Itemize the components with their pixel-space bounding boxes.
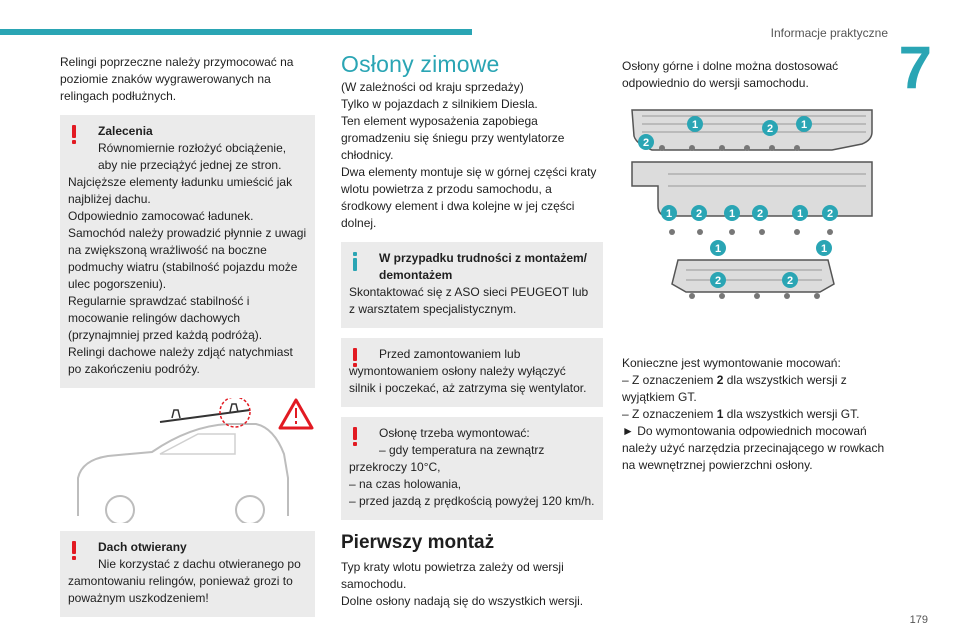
box-item: – gdy temperatura na zewnątrz przekroczy…	[349, 443, 545, 474]
text-span: dla wszystkich wersji GT.	[723, 407, 860, 421]
warning-box-engine: Przed zamontowaniem lub wymontowaniem os…	[341, 338, 603, 407]
text-line: Dolne osłony nadają się do wszystkich we…	[341, 594, 584, 608]
intro-paragraph: Relingi poprzeczne należy przymocować na…	[60, 55, 294, 103]
badge-label: 2	[696, 208, 702, 220]
box-title: Zalecenia	[98, 124, 153, 138]
grille-covers-illustration: 2 1 2 1 1 2 1 2 1 2 1	[622, 100, 892, 315]
text-line: Tylko w pojazdach z silnikiem Diesla.	[341, 97, 538, 111]
info-icon	[353, 252, 358, 271]
badge-label: 1	[821, 243, 827, 255]
box-text: Przed zamontowaniem lub wymontowaniem os…	[349, 347, 587, 395]
section-title: Informacje praktyczne	[770, 26, 888, 40]
warning-box-recommendations: Zalecenia Równomiernie rozłożyć obciążen…	[60, 115, 315, 388]
subsection-heading: Pierwszy montaż	[341, 532, 495, 553]
column-right: Osłony górne i dolne można dostosować od…	[622, 58, 892, 474]
warning-icon	[72, 541, 77, 560]
text-line: Dwa elementy montuje się w górnej części…	[341, 165, 597, 230]
section-heading: Osłony zimowe	[341, 51, 500, 77]
warning-icon	[353, 427, 358, 446]
text-line: Typ kraty wlotu powietrza zależy od wers…	[341, 560, 564, 591]
text-span: – Z oznaczeniem	[622, 407, 717, 421]
info-box: W przypadku trudności z montażem/ demont…	[341, 242, 603, 328]
badge-label: 1	[729, 208, 735, 220]
badge-group-upper: 2 1 2 1	[638, 116, 812, 150]
chapter-number: 7	[898, 34, 932, 101]
badge-label: 1	[715, 243, 721, 255]
box-line: Regularnie sprawdzać stabilność i mocowa…	[68, 294, 263, 342]
column-left: Relingi poprzeczne należy przymocować na…	[60, 54, 315, 627]
badge-group-middle: 1 2 1 2 1 2	[661, 205, 838, 221]
badge-label: 2	[827, 208, 833, 220]
warning-box-sunroof: Dach otwierany Nie korzystać z dachu otw…	[60, 531, 315, 617]
box-title: Dach otwierany	[98, 540, 187, 554]
badge-label: 2	[787, 275, 793, 287]
text-line: Konieczne jest wymontowanie mocowań:	[622, 356, 841, 370]
column-middle: Osłony zimowe (W zależności od kraju spr…	[341, 51, 603, 610]
car-roof-illustration	[60, 396, 315, 525]
box-line: Najcięższe elementy ładunku umieścić jak…	[68, 175, 293, 206]
intro-paragraph: Osłony górne i dolne można dostosować od…	[622, 59, 839, 90]
badge-label: 2	[767, 123, 773, 135]
box-line: Równomiernie rozłożyć obciążenie, aby ni…	[98, 141, 287, 172]
badge-label: 1	[801, 119, 807, 131]
badge-label: 1	[666, 208, 672, 220]
warning-icon	[72, 125, 77, 144]
text-line: – Z oznaczeniem 1 dla wszystkich wersji …	[622, 406, 892, 423]
box-text: Nie korzystać z dachu otwieranego po zam…	[68, 557, 301, 605]
grille-covers-svg: 2 1 2 1 1 2 1 2 1 2 1	[631, 109, 873, 299]
badge-label: 2	[757, 208, 763, 220]
text-span: – Z oznaczeniem	[622, 373, 717, 387]
box-title: W przypadku trudności z montażem/ demont…	[379, 251, 588, 282]
page-number: 179	[909, 614, 928, 626]
box-text: Skontaktować się z ASO sieci PEUGEOT lub…	[349, 285, 589, 316]
marker-number: 1	[716, 407, 724, 421]
text-line: Ten element wyposażenia zapobiega gromad…	[341, 114, 565, 162]
badge-label: 1	[692, 119, 698, 131]
box-line: Relingi dachowe należy zdjąć natychmiast…	[68, 345, 293, 376]
text-line: – Z oznaczeniem 2 dla wszystkich wersji …	[622, 372, 892, 406]
warning-icon	[353, 348, 358, 367]
box-item: – przed jazdą z prędkością powyżej 120 k…	[349, 494, 595, 508]
warning-box-removal: Osłonę trzeba wymontować: – gdy temperat…	[341, 417, 603, 520]
marker-number: 2	[716, 373, 724, 387]
car-roof-svg	[77, 396, 314, 525]
badge-label: 1	[797, 208, 803, 220]
header-accent-bar	[0, 29, 472, 35]
box-line: Samochód należy prowadzić płynnie z uwag…	[68, 226, 307, 291]
box-item: – na czas holowania,	[349, 477, 462, 491]
text-span: dla wszystkich wersji z wyjątkiem GT.	[622, 373, 847, 404]
text-line: (W zależności od kraju sprzedaży)	[341, 80, 524, 94]
box-lead: Osłonę trzeba wymontować:	[379, 426, 530, 440]
box-line: Odpowiednio zamocować ładunek.	[68, 209, 254, 223]
badge-group-lower: 1 1 2 2	[710, 240, 832, 288]
badge-label: 2	[715, 275, 721, 287]
text-line: ► Do wymontowania odpowiednich mocowań n…	[622, 424, 885, 472]
badge-label: 2	[643, 137, 649, 149]
